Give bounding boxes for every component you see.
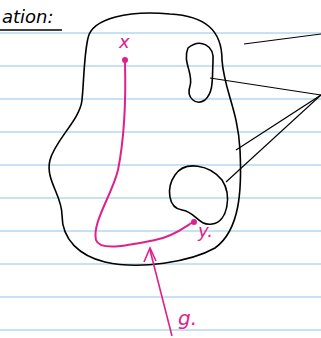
path-curve <box>95 62 193 247</box>
point-label: x <box>119 33 130 51</box>
point-label: y. <box>198 222 213 240</box>
hole-outline <box>186 43 213 102</box>
leader-lines <box>210 34 321 182</box>
ruled-lines <box>0 33 321 330</box>
callout-label: g. <box>178 308 197 328</box>
callout-arrow <box>150 250 172 336</box>
region-outline <box>49 13 241 265</box>
point-dot <box>122 57 128 63</box>
arrow-head <box>144 248 156 262</box>
hole-outline <box>170 166 228 224</box>
point-dot <box>191 219 197 225</box>
title-underline <box>0 29 62 30</box>
title-text: ation: <box>2 8 54 26</box>
